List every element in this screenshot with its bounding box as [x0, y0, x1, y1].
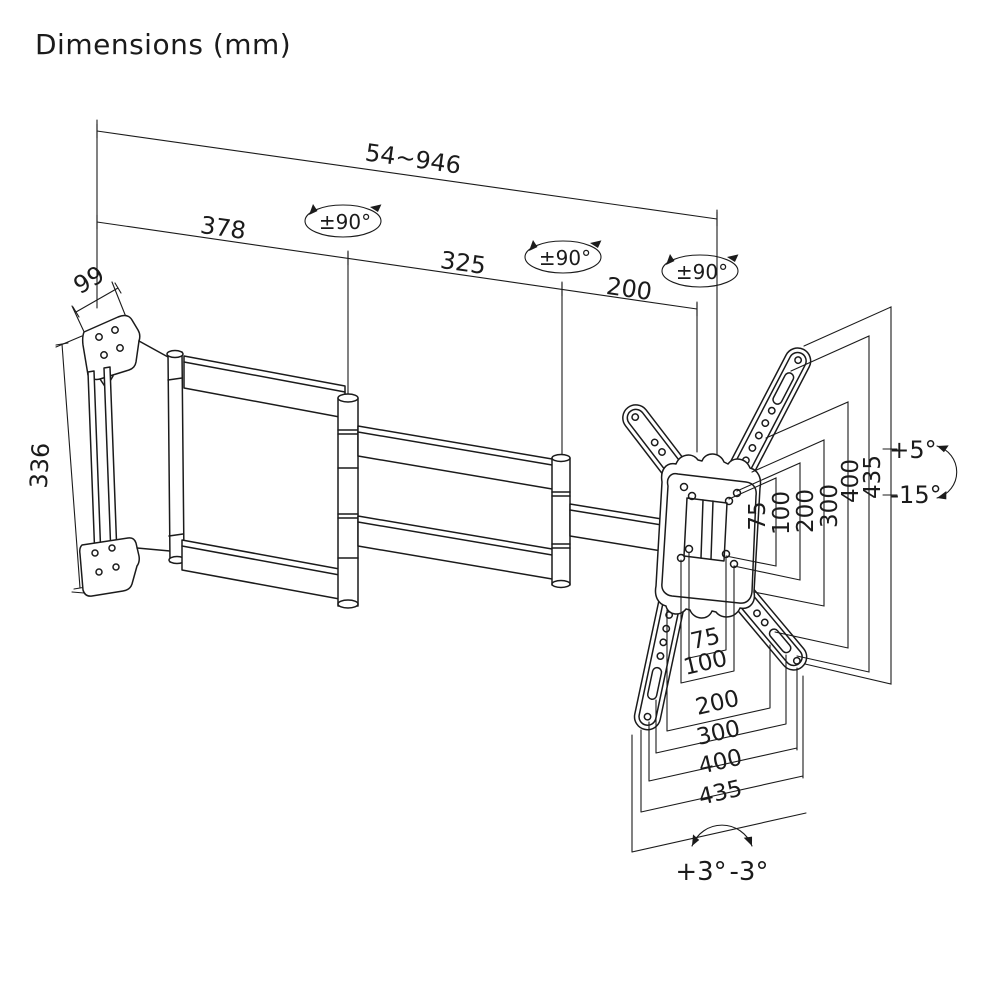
dim-label-vesa-v-75: 75 [745, 501, 771, 530]
dim-label-vesa-v-100: 100 [769, 491, 795, 535]
swivel-indicator-1: ±90° [304, 203, 382, 238]
dim-label-arm1: 378 [198, 211, 247, 245]
rotation-ccw-label: -3° [730, 857, 769, 887]
swivel-label-1: ±90° [319, 210, 371, 234]
dim-label-vesa-v-435: 435 [860, 455, 886, 499]
page-title: Dimensions (mm) [35, 28, 292, 61]
dim-label-arm2: 325 [438, 246, 487, 280]
rotation-indicator: +3° -3° [675, 824, 769, 887]
dim-label-arm3: 200 [604, 272, 653, 306]
swivel-indicator-2: ±90° [524, 239, 602, 274]
dim-label-vesa-h-435: 435 [696, 776, 745, 811]
dim-label-wall-height: 336 [25, 442, 55, 489]
dim-label-vesa-h-75: 75 [688, 623, 722, 655]
dim-label-vesa-v-300: 300 [817, 484, 843, 528]
swivel-indicator-3: ±90° [661, 253, 739, 288]
arm-assembly [181, 355, 691, 609]
swivel-label-2: ±90° [539, 246, 591, 270]
tilt-indicator: +5° -15° [882, 436, 958, 509]
tilt-up-label: +5° [889, 436, 936, 464]
rotation-cw-label: +3° [675, 857, 726, 887]
dim-label-vesa-v-200: 200 [793, 489, 819, 533]
wall-plate [79, 314, 186, 597]
swivel-label-3: ±90° [676, 260, 728, 284]
tilt-down-label: -15° [890, 481, 941, 509]
top-dimension-lines: 54~946 378 325 200 [96, 119, 718, 463]
dim-label-wall-depth: 99 [69, 260, 109, 300]
dim-label-vesa-h-100: 100 [681, 646, 730, 681]
dim-label-extension-range: 54~946 [363, 139, 462, 180]
dim-label-vesa-v-400: 400 [838, 459, 864, 503]
vesa-plate [654, 453, 762, 619]
